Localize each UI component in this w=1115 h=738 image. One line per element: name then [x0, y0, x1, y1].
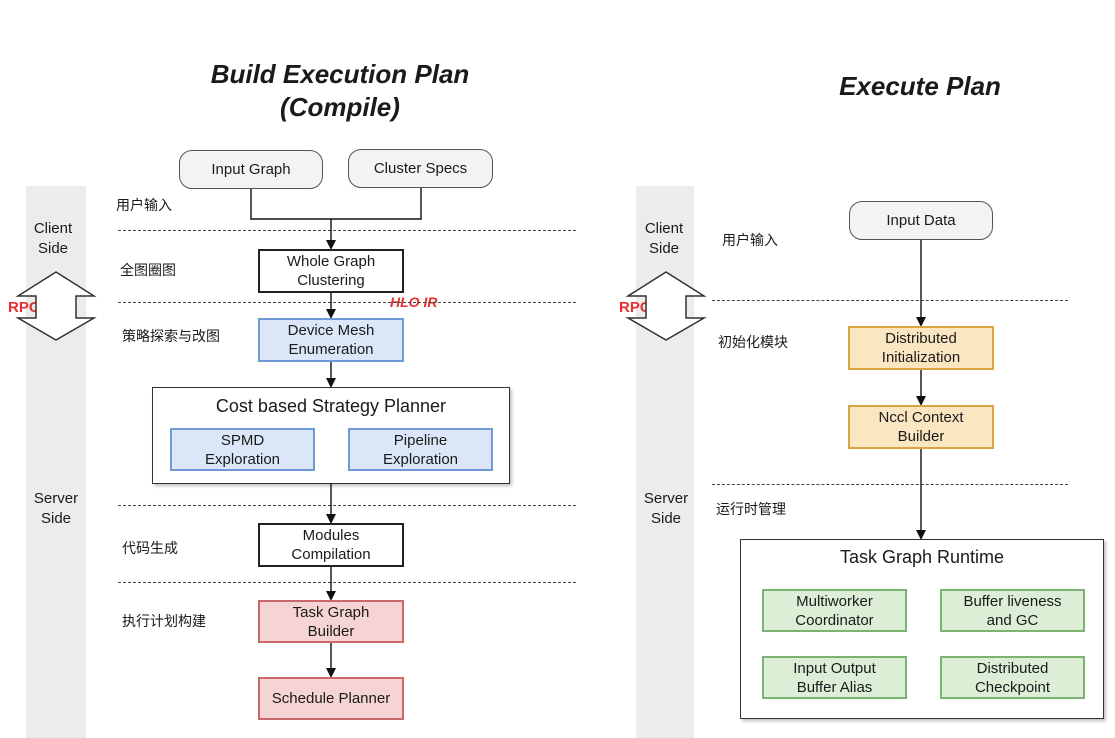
right-stage-runtime: 运行时管理 — [716, 502, 786, 518]
left-stage-codegen: 代码生成 — [122, 541, 178, 557]
left-stage-plan-build: 执行计划构建 — [122, 614, 206, 630]
left-stage-strategy: 策略探索与改图 — [122, 329, 220, 345]
input-data-node: Input Data — [849, 201, 993, 240]
cluster-specs-node: Cluster Specs — [348, 149, 493, 188]
buffer-liveness-gc-node: Buffer liveness and GC — [940, 589, 1085, 632]
left-divider-4 — [118, 582, 576, 583]
left-stage-user-input: 用户输入 — [116, 198, 172, 214]
right-rpc-label: RPC — [619, 299, 651, 316]
left-client-side-label: Client Side — [33, 220, 73, 257]
input-graph-node: Input Graph — [179, 150, 323, 189]
left-divider-3 — [118, 505, 576, 506]
right-stage-user-input: 用户输入 — [722, 233, 778, 249]
schedule-planner-node: Schedule Planner — [258, 677, 404, 720]
right-divider-1 — [712, 300, 1068, 301]
pipeline-exploration-node: Pipeline Exploration — [348, 428, 493, 471]
left-rpc-label: RPC — [8, 299, 40, 316]
spmd-exploration-node: SPMD Exploration — [170, 428, 315, 471]
runtime-title: Task Graph Runtime — [839, 547, 1005, 567]
left-divider-2 — [118, 302, 576, 303]
modules-compilation-node: Modules Compilation — [258, 523, 404, 567]
left-stage-clustering: 全图圈图 — [120, 263, 176, 279]
whole-graph-clustering-node: Whole Graph Clustering — [258, 249, 404, 293]
multiworker-coordinator-node: Multiworker Coordinator — [762, 589, 907, 632]
right-divider-2 — [712, 484, 1068, 485]
right-stage-init: 初始化模块 — [718, 335, 788, 351]
nccl-context-builder-node: Nccl Context Builder — [848, 405, 994, 449]
planner-title: Cost based Strategy Planner — [215, 396, 447, 416]
distributed-checkpoint-node: Distributed Checkpoint — [940, 656, 1085, 699]
left-title-line1: Build Execution Plan — [210, 59, 470, 89]
right-server-side-label: Server Side — [643, 490, 689, 527]
right-title: Execute Plan — [839, 71, 1001, 101]
right-rpc-arrow-icon — [625, 271, 707, 341]
right-client-side-label: Client Side — [644, 220, 684, 257]
left-rpc-arrow-icon — [15, 271, 97, 341]
left-divider-1 — [118, 230, 576, 231]
left-title-line2: (Compile) — [280, 92, 400, 122]
distributed-initialization-node: Distributed Initialization — [848, 326, 994, 370]
task-graph-builder-node: Task Graph Builder — [258, 600, 404, 643]
edge-input-graph-merge — [250, 188, 422, 220]
left-title: Build Execution Plan (Compile) — [180, 58, 500, 124]
buffer-alias-node: Input Output Buffer Alias — [762, 656, 907, 699]
device-mesh-enumeration-node: Device Mesh Enumeration — [258, 318, 404, 362]
left-server-side-label: Server Side — [33, 490, 79, 527]
